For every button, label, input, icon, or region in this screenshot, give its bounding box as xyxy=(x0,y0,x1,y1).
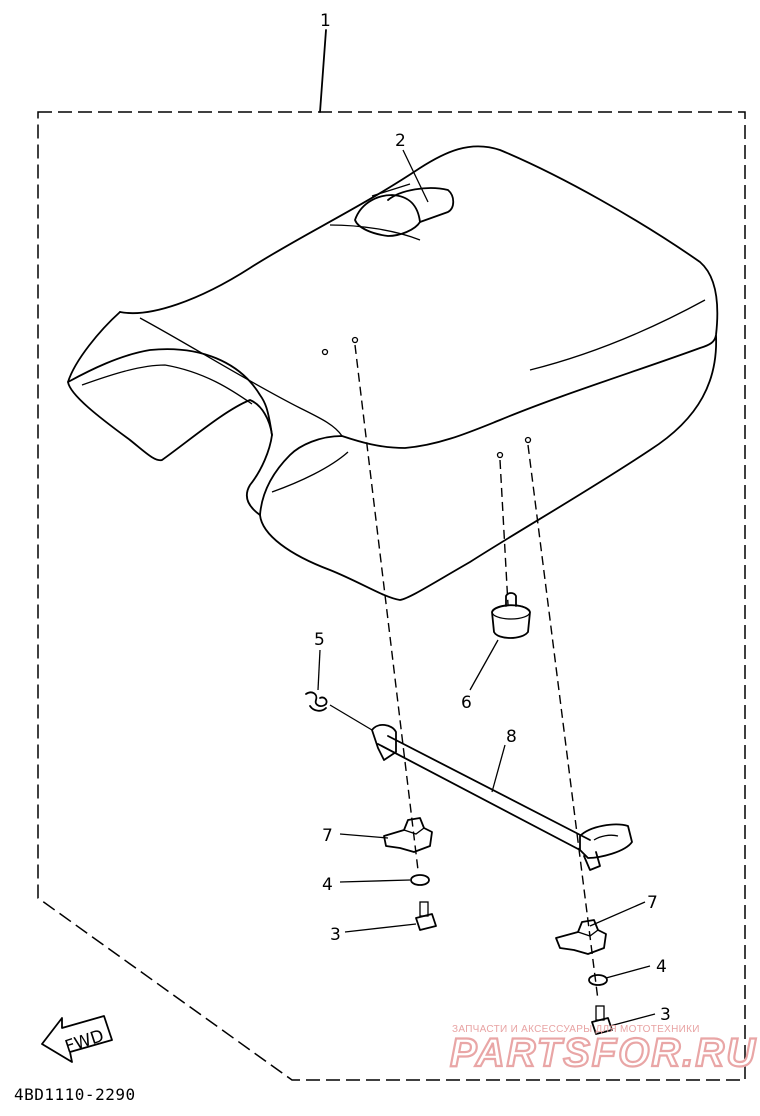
callout-4-left: 4 xyxy=(322,875,333,895)
callout-4-right: 4 xyxy=(656,957,667,977)
bolt-right xyxy=(591,1005,613,1035)
seat xyxy=(67,145,719,601)
fwd-arrow: FWD xyxy=(41,1015,113,1063)
watermark-brand: PARTSFOR.RU xyxy=(450,1031,757,1075)
callout-8: 8 xyxy=(506,727,517,747)
watermark-tagline: ЗАПЧАСТИ И АКСЕССУАРЫ ДЛЯ МОТОТЕХНИКИ xyxy=(452,1024,700,1035)
bracket-right xyxy=(555,919,607,955)
drawing-code: 4BD1110-2290 xyxy=(14,1085,136,1104)
damper xyxy=(491,592,531,639)
clip xyxy=(305,691,328,712)
callout-2: 2 xyxy=(395,131,406,151)
seat-lock-rod xyxy=(371,724,633,871)
leader-1 xyxy=(319,29,327,113)
bolt-left xyxy=(415,901,437,931)
callout-7-left: 7 xyxy=(322,826,333,846)
washer-left xyxy=(410,874,430,886)
callout-6: 6 xyxy=(461,693,472,713)
washer-right xyxy=(588,974,608,986)
callout-7-right: 7 xyxy=(647,893,658,913)
callout-5: 5 xyxy=(314,630,325,650)
callout-3-left: 3 xyxy=(330,925,341,945)
fwd-label: FWD xyxy=(63,1026,107,1057)
callout-1: 1 xyxy=(320,11,331,31)
assembly-boundary xyxy=(37,111,746,1081)
bracket-left xyxy=(383,817,433,853)
callout-3-right: 3 xyxy=(660,1005,671,1025)
